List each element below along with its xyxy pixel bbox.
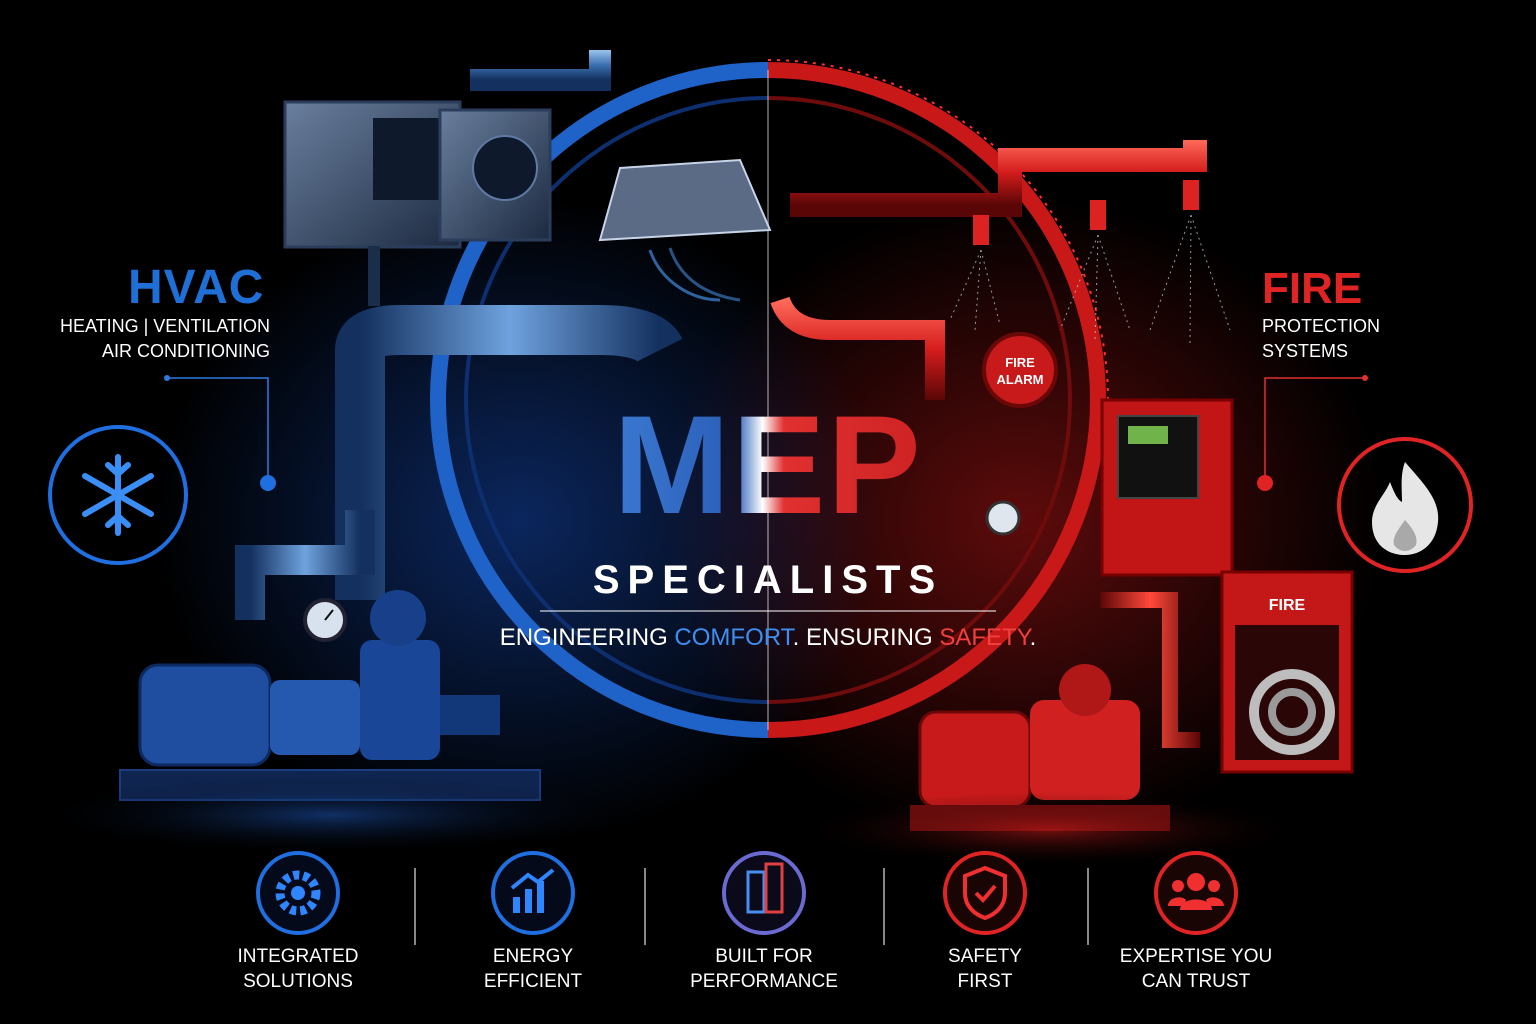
feature-integrated-solutions: INTEGRATED SOLUTIONS <box>208 945 388 994</box>
central-ring <box>430 59 1109 738</box>
shield-check-icon <box>943 851 1027 935</box>
feature-line2: CAN TRUST <box>1141 970 1251 992</box>
gear-icon <box>256 851 340 935</box>
logo-mep: MEP <box>500 395 1036 535</box>
feature-line1: INTEGRATED <box>237 946 359 967</box>
flame-icon <box>1337 437 1473 573</box>
tagline: ENGINEERING COMFORT. ENSURING SAFETY. <box>496 624 1040 652</box>
feature-line1: ENERGY <box>492 946 574 967</box>
fire-equipment <box>770 140 1354 868</box>
growth-chart-icon <box>491 851 575 935</box>
feature-built-for-performance: BUILT FOR PERFORMANCE <box>674 945 854 994</box>
fire-subtitle-line1: PROTECTION <box>1262 316 1381 336</box>
hose-cabinet-label: FIRE <box>1269 597 1306 614</box>
logo-subtitle: SPECIALISTS <box>592 558 944 602</box>
feature-line1: SAFETY <box>948 946 1022 967</box>
fire-alarm-bell <box>982 332 1058 408</box>
feature-line1: BUILT FOR <box>715 946 813 967</box>
feature-dividers <box>414 868 1089 945</box>
hvac-title: HVAC <box>128 261 265 314</box>
tagline-part: ENGINEERING <box>499 624 675 651</box>
feature-line2: EFFICIENT <box>483 970 583 992</box>
feature-line1: EXPERTISE YOU <box>1119 946 1273 967</box>
tagline-part: . <box>1029 624 1037 651</box>
hvac-subtitle-line2: AIR CONDITIONING <box>101 341 270 361</box>
tagline-comfort: COMFORT <box>674 624 793 651</box>
hvac-subtitle-line1: HEATING | VENTILATION <box>59 316 270 336</box>
feature-expertise: EXPERTISE YOU CAN TRUST <box>1106 945 1286 994</box>
tagline-part: . ENSURING <box>792 624 940 651</box>
fire-alarm-label-2: ALARM <box>997 372 1044 387</box>
fire-subtitle-line2: SYSTEMS <box>1262 341 1349 361</box>
feature-energy-efficient: ENERGY EFFICIENT <box>443 945 623 994</box>
hvac-equipment <box>30 50 772 855</box>
callouts <box>164 375 1368 491</box>
feature-safety-first: SAFETY FIRST <box>895 945 1075 994</box>
fire-title: FIRE <box>1262 264 1363 313</box>
feature-line2: SOLUTIONS <box>243 970 353 992</box>
feature-line2: PERFORMANCE <box>690 970 838 992</box>
team-icon <box>1154 851 1238 935</box>
feature-line2: FIRST <box>957 970 1013 992</box>
fire-alarm-label: FIRE <box>1005 355 1035 370</box>
snowflake-icon <box>48 425 188 565</box>
building-icon <box>722 851 806 935</box>
tagline-safety: SAFETY <box>939 624 1030 651</box>
